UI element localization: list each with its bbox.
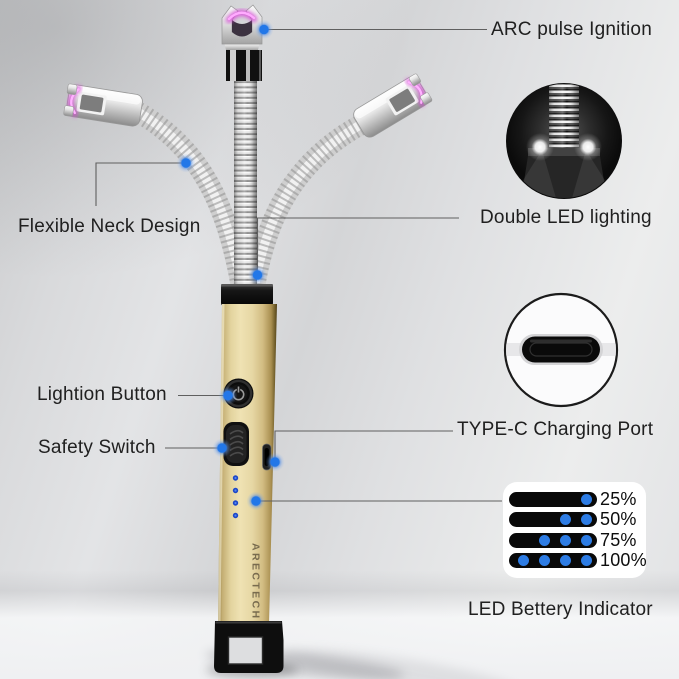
battery-dot bbox=[518, 555, 529, 567]
battery-dot bbox=[539, 555, 550, 567]
label-safety-switch: Safety Switch bbox=[38, 437, 156, 458]
marker-double-led bbox=[248, 265, 267, 285]
battery-percent: 75% bbox=[600, 529, 637, 550]
battery-dot bbox=[581, 534, 592, 546]
battery-led-dots bbox=[232, 475, 239, 519]
arc-ignition-head bbox=[221, 4, 263, 81]
battery-dot bbox=[539, 534, 550, 546]
marker-lightion-button bbox=[218, 386, 238, 405]
label-double-led: Double LED lighting bbox=[480, 207, 652, 228]
battery-dot bbox=[560, 514, 571, 526]
leader-type-c bbox=[274, 430, 453, 462]
battery-percent: 50% bbox=[600, 509, 637, 530]
neck-collar bbox=[221, 284, 273, 306]
feature-markers bbox=[176, 20, 285, 511]
safety-switch bbox=[223, 422, 249, 466]
marker-battery bbox=[246, 491, 266, 511]
double-led-inset bbox=[506, 83, 622, 199]
battery-percent: 25% bbox=[600, 488, 637, 509]
battery-dot bbox=[581, 514, 592, 526]
battery-pill bbox=[509, 532, 597, 548]
label-battery-indicator: LED Bettery Indicator bbox=[468, 599, 653, 620]
battery-indicator-box: 25% 50% 75% 100% bbox=[503, 482, 647, 578]
leader-double-led bbox=[256, 217, 459, 275]
battery-row: 100% bbox=[509, 550, 647, 570]
label-lightion-button: Lightion Button bbox=[37, 384, 167, 405]
brand-text: ARECTECH bbox=[250, 543, 262, 621]
leader-flexible-neck bbox=[95, 162, 186, 206]
battery-dot bbox=[581, 555, 592, 567]
battery-percent: 100% bbox=[600, 550, 647, 571]
lighter-body: ARECTECH bbox=[214, 304, 284, 673]
battery-row: 75% bbox=[509, 529, 642, 550]
base-hanging-loop bbox=[214, 621, 284, 673]
flexible-neck-straight bbox=[234, 78, 257, 290]
battery-pill bbox=[509, 512, 597, 528]
marker-type-c bbox=[265, 452, 285, 472]
label-flexible-neck: Flexible Neck Design bbox=[18, 216, 201, 237]
marker-safety-switch bbox=[212, 438, 232, 458]
flexible-neck-right bbox=[243, 73, 433, 292]
label-type-c: TYPE-C Charging Port bbox=[457, 419, 654, 440]
type-c-inset bbox=[503, 292, 619, 408]
battery-pill bbox=[509, 491, 597, 507]
marker-flexible-neck bbox=[176, 153, 196, 173]
battery-row: 25% bbox=[509, 488, 642, 509]
battery-dot bbox=[560, 555, 571, 567]
battery-dot bbox=[581, 493, 592, 505]
label-arc-pulse-ignition: ARC pulse Ignition bbox=[491, 19, 652, 40]
battery-pill bbox=[509, 553, 597, 569]
battery-dot bbox=[560, 534, 571, 546]
battery-row: 50% bbox=[509, 509, 642, 530]
flexible-neck-left bbox=[63, 84, 253, 292]
marker-arc bbox=[254, 20, 274, 39]
leader-lines bbox=[95, 28, 502, 502]
